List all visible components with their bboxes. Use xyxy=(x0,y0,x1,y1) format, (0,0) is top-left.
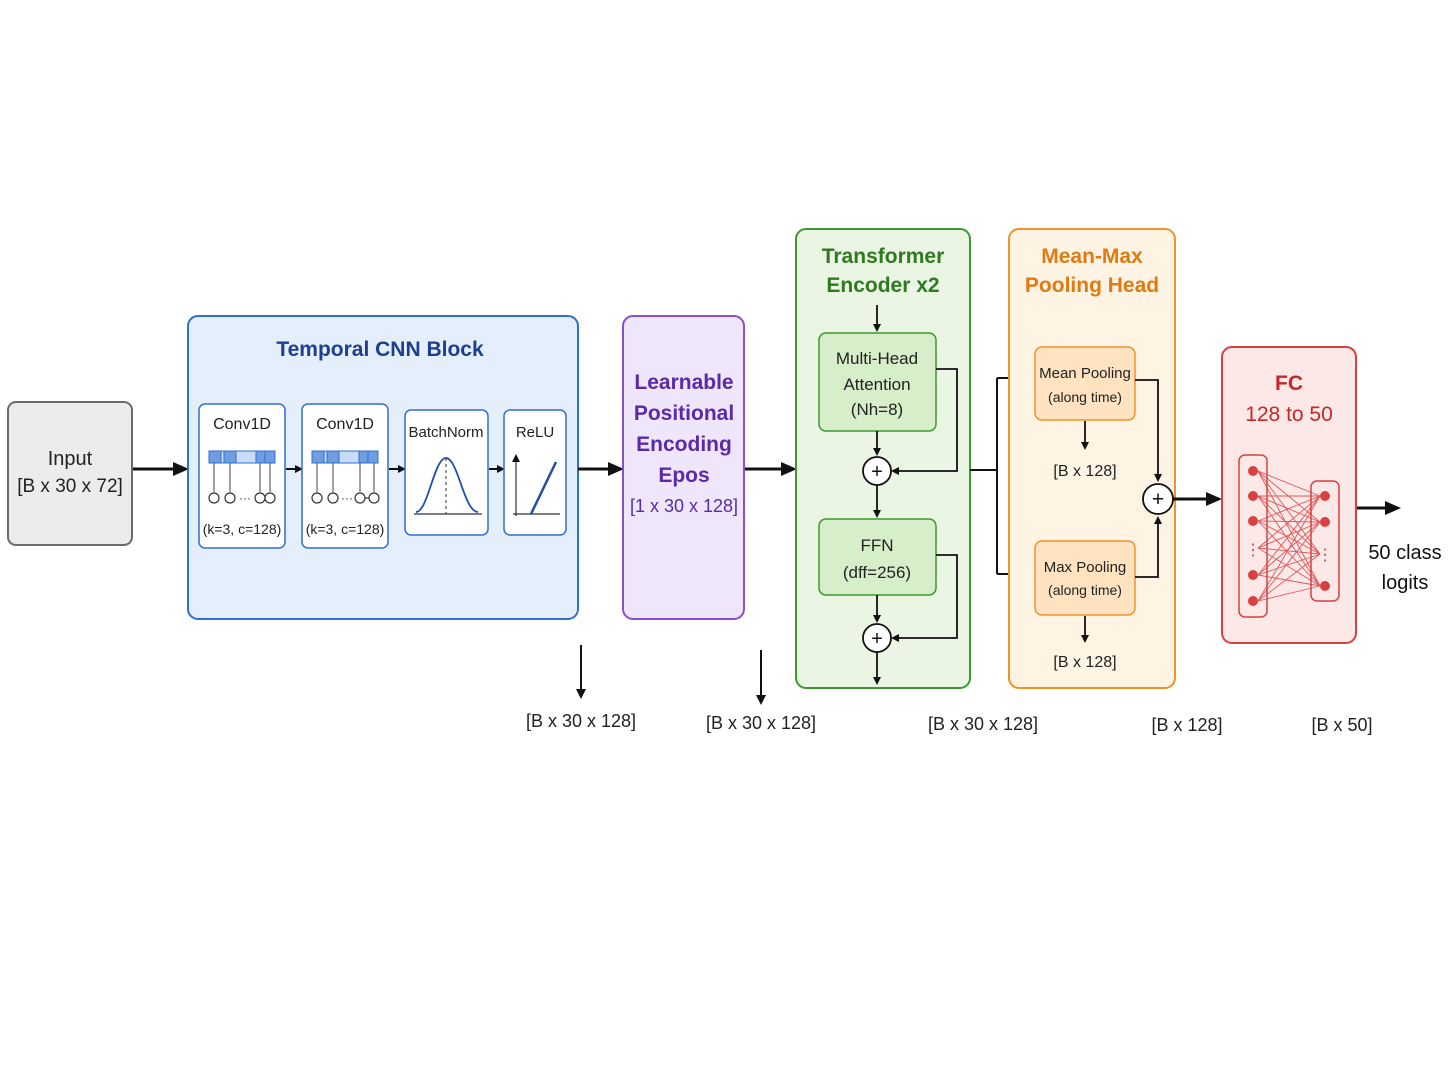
arrow-max-to-concat xyxy=(1135,516,1162,578)
transformer-title-2: Encoder x2 xyxy=(826,274,939,297)
conv1d-box-2: Conv1D ··· (k=3, c=128) xyxy=(301,403,389,549)
svg-text:···: ··· xyxy=(239,491,251,505)
svg-text:···: ··· xyxy=(341,491,353,505)
gaussian-curve-icon xyxy=(414,457,482,515)
pooling-output-shape: [B x 128] xyxy=(1151,715,1222,735)
svg-text:⋮: ⋮ xyxy=(1317,547,1333,564)
fc-connection-line xyxy=(1257,495,1321,587)
plus-icon: + xyxy=(871,461,883,483)
fc-connection-line xyxy=(1257,470,1321,587)
plus-icon: + xyxy=(871,628,883,650)
ffn-box: FFN (dff=256) xyxy=(818,518,937,596)
mha-line-3: (Nh=8) xyxy=(851,400,903,419)
concat-node: + xyxy=(1142,483,1174,515)
conv1d-params-1: (k=3, c=128) xyxy=(203,521,282,537)
fc-block: FC 128 to 50 ⋮ ⋮ xyxy=(1221,346,1357,644)
max-pooling-line-1: Max Pooling xyxy=(1044,559,1127,576)
relu-graph-icon xyxy=(512,454,560,516)
max-pooling-shape: [B x 128] xyxy=(1053,654,1116,671)
cnn-title: Temporal CNN Block xyxy=(276,338,484,361)
mean-pooling-line-1: Mean Pooling xyxy=(1039,365,1131,382)
add-node-1: + xyxy=(862,456,892,486)
pos-line-4: Epos xyxy=(658,464,709,487)
conv1d-label-1: Conv1D xyxy=(213,416,271,433)
fc-connection-line xyxy=(1257,521,1321,602)
transformer-encoder-block: Transformer Encoder x2 Multi-Head Attent… xyxy=(795,228,971,689)
pooling-title-2: Pooling Head xyxy=(1025,274,1159,297)
fc-connection-line xyxy=(1257,520,1321,555)
multi-head-attention-box: Multi-Head Attention (Nh=8) xyxy=(818,332,937,432)
arrow-mean-to-concat xyxy=(1135,379,1162,482)
mha-line-1: Multi-Head xyxy=(836,349,918,368)
conv1d-params-2: (k=3, c=128) xyxy=(306,521,385,537)
conv1d-box-1: Conv1D ··· (k=3, c=128) xyxy=(198,403,286,549)
pos-line-1: Learnable xyxy=(634,371,733,394)
pos-output-shape: [B x 30 x 128] xyxy=(706,713,816,733)
residual-connection-1 xyxy=(891,368,958,475)
fc-connection-line xyxy=(1257,495,1321,576)
input-neurons xyxy=(1248,466,1258,606)
input-block: Input [B x 30 x 72] xyxy=(7,401,133,546)
mha-line-2: Attention xyxy=(843,375,910,394)
fc-connection-line xyxy=(1257,495,1321,602)
output-line-2: logits xyxy=(1382,572,1429,594)
pooling-head-block: Mean-Max Pooling Head Mean Pooling (alon… xyxy=(1008,228,1176,689)
add-node-2: + xyxy=(862,623,892,653)
pos-line-3: Encoding xyxy=(636,433,732,456)
fc-connection-line xyxy=(1257,470,1321,497)
fc-connection-line xyxy=(1257,495,1321,523)
conv1d-label-2: Conv1D xyxy=(316,416,374,433)
residual-connection-2 xyxy=(891,554,958,642)
max-pooling-box: Max Pooling (along time) xyxy=(1034,540,1136,616)
mean-pooling-line-2: (along time) xyxy=(1048,389,1122,405)
plus-icon: + xyxy=(1152,488,1164,511)
batchnorm-box: BatchNorm xyxy=(404,409,489,536)
cnn-output-shape: [B x 30 x 128] xyxy=(526,711,636,731)
svg-text:⋮: ⋮ xyxy=(1245,542,1261,559)
transformer-output-shape: [B x 30 x 128] xyxy=(928,714,1038,734)
positional-encoding-block: Learnable Positional Encoding Epos [1 x … xyxy=(622,315,745,620)
max-pooling-line-2: (along time) xyxy=(1048,582,1122,598)
fc-connection-line xyxy=(1257,553,1321,602)
conv-kernel-icon: ··· xyxy=(311,450,380,505)
fc-connection-line xyxy=(1257,547,1321,587)
fc-connection-line xyxy=(1257,520,1321,587)
output-line-1: 50 class xyxy=(1368,542,1441,564)
fc-connection-line xyxy=(1257,495,1321,555)
conv-kernel-icon: ··· xyxy=(208,450,276,505)
pos-shape: [1 x 30 x 128] xyxy=(630,496,738,516)
temporal-cnn-block: Temporal CNN Block Conv1D ··· ( xyxy=(187,315,579,620)
fc-connection-line xyxy=(1257,495,1321,549)
ffn-line-2: (dff=256) xyxy=(843,563,911,582)
fc-connection-line xyxy=(1257,574,1321,587)
batchnorm-label: BatchNorm xyxy=(408,424,483,441)
fc-output-shape: [B x 50] xyxy=(1311,715,1372,735)
fc-connection-line xyxy=(1257,495,1321,522)
fc-connection-line xyxy=(1257,547,1321,555)
fc-connection-line xyxy=(1257,553,1321,576)
relu-box: ReLU xyxy=(503,409,567,536)
input-shape: [B x 30 x 72] xyxy=(17,476,123,497)
ffn-line-1: FFN xyxy=(860,536,893,555)
relu-label: ReLU xyxy=(516,424,554,441)
mean-pooling-shape: [B x 128] xyxy=(1053,463,1116,480)
fc-connection-line xyxy=(1257,470,1321,555)
transformer-title-1: Transformer xyxy=(822,245,945,268)
mean-pooling-box: Mean Pooling (along time) xyxy=(1034,346,1136,421)
fc-title-2: 128 to 50 xyxy=(1245,403,1333,426)
neural-network-icon: ⋮ ⋮ xyxy=(1238,454,1340,618)
pos-line-2: Positional xyxy=(634,402,734,425)
fc-connection-line xyxy=(1257,585,1321,602)
fc-title-1: FC xyxy=(1275,372,1303,395)
output-neurons xyxy=(1320,491,1330,591)
pooling-title-1: Mean-Max xyxy=(1041,245,1143,268)
input-title: Input xyxy=(48,448,93,470)
